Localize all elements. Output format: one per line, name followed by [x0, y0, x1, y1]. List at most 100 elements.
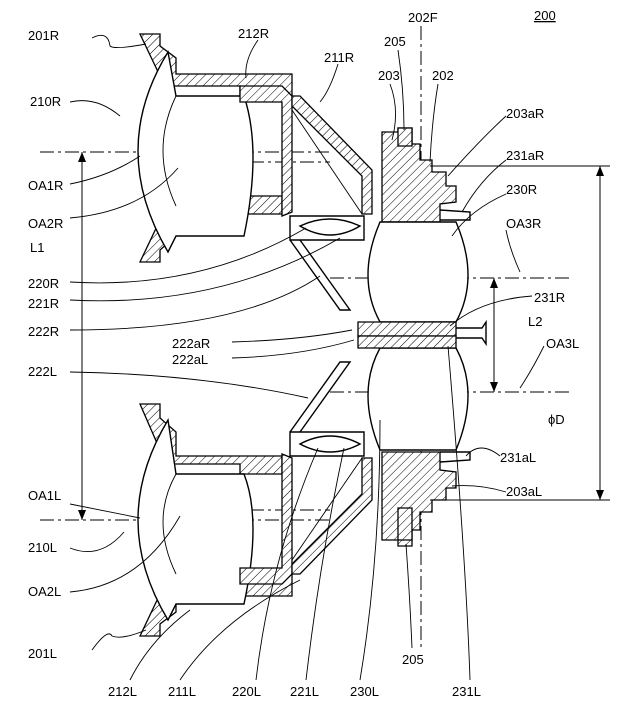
label-222ar: 222aR	[172, 336, 210, 351]
label-203al: 203aL	[506, 484, 542, 499]
label-oa3l: OA3L	[546, 336, 579, 351]
lead-oa1l	[69, 503, 141, 519]
leader-lines	[69, 34, 545, 681]
label-221l: 221L	[290, 684, 319, 699]
lead-203	[389, 83, 396, 141]
label-oa2l: OA2L	[28, 584, 61, 599]
lead-222al	[231, 339, 355, 359]
label-231ar: 231aR	[506, 148, 544, 163]
tab-231al	[439, 451, 471, 463]
figure-number: 200	[534, 8, 556, 23]
label-212l: 212L	[108, 684, 137, 699]
lead-212l	[129, 609, 191, 681]
label-205-bot: 205	[402, 652, 424, 667]
lens-group-l	[137, 403, 293, 637]
lead-oa2l	[69, 515, 181, 593]
label-210l: 210L	[28, 540, 57, 555]
dim-l2-arrow-bot	[490, 382, 498, 392]
lead-220l	[255, 447, 319, 681]
dim-l1-arrow-top	[78, 152, 86, 162]
lead-201r	[91, 34, 147, 49]
label-phid: ϕD	[548, 412, 565, 427]
reflector-222l	[289, 361, 352, 433]
ray-l	[291, 457, 363, 561]
lead-oa2r	[69, 167, 179, 219]
label-220l: 220L	[232, 684, 261, 699]
lead-231r	[449, 295, 533, 327]
labels: 200 201R 212R 202F 205 211R 203 202 210R…	[28, 8, 579, 699]
label-230r: 230R	[506, 182, 537, 197]
lens-230l	[367, 347, 469, 451]
dim-phid-arrow-top	[596, 166, 604, 176]
lead-222r	[69, 275, 321, 331]
tab-231ar	[439, 209, 471, 221]
rear-block	[357, 127, 487, 547]
ring-205-top	[397, 127, 413, 147]
spacer-231r	[357, 321, 457, 337]
dim-phid-arrow-bot	[596, 490, 604, 500]
reflector-222r	[289, 239, 352, 311]
ring-205-bot	[397, 507, 413, 541]
lead-202	[429, 83, 439, 163]
lead-205t	[397, 49, 405, 131]
dimensions	[78, 152, 610, 520]
label-231r: 231R	[534, 290, 565, 305]
label-203: 203	[378, 68, 400, 83]
mirror-221r	[289, 215, 365, 241]
mount-203	[381, 127, 457, 223]
lead-221r	[69, 237, 341, 302]
lens-210l-inner	[162, 473, 177, 575]
lead-211r	[319, 63, 339, 103]
lead-230l	[359, 419, 381, 681]
label-l1: L1	[30, 240, 44, 255]
lead-231ar	[461, 159, 507, 213]
label-221r: 221R	[28, 296, 59, 311]
label-oa1l: OA1L	[28, 488, 61, 503]
lead-oa3r	[505, 229, 521, 273]
label-222r: 222R	[28, 324, 59, 339]
label-oa1r: OA1R	[28, 178, 63, 193]
label-231l: 231L	[452, 684, 481, 699]
label-220r: 220R	[28, 276, 59, 291]
holder-212r	[239, 85, 293, 217]
lead-230r	[451, 193, 507, 237]
lens-210r-inner	[162, 95, 177, 207]
lead-221l	[305, 447, 345, 681]
label-212r: 212R	[238, 26, 269, 41]
label-202: 202	[432, 68, 454, 83]
label-201l: 201L	[28, 646, 57, 661]
label-205-top: 205	[384, 34, 406, 49]
lens-220l	[298, 435, 362, 453]
label-231al: 231aL	[500, 450, 536, 465]
lens-group-r	[137, 33, 293, 263]
label-211l: 211L	[168, 684, 196, 699]
label-202f: 202F	[408, 10, 438, 25]
lead-oa1r	[69, 155, 141, 185]
lead-203al	[451, 485, 507, 493]
label-211r: 211R	[324, 50, 354, 65]
lead-210r	[69, 100, 121, 117]
label-222l: 222L	[28, 364, 57, 379]
housing-211r	[291, 95, 373, 215]
ray-r	[291, 109, 363, 215]
label-222al: 222aL	[172, 352, 208, 367]
label-203ar: 203aR	[506, 106, 544, 121]
lead-212r	[245, 39, 259, 79]
lead-211l	[179, 579, 301, 681]
lead-oa3l	[519, 345, 545, 389]
lens-210l	[137, 417, 254, 622]
label-oa2r: OA2R	[28, 216, 63, 231]
label-230l: 230L	[350, 684, 379, 699]
lead-220r	[69, 227, 307, 284]
holder-212l	[239, 453, 293, 585]
lens-220r	[298, 218, 362, 236]
lead-201l	[91, 629, 147, 651]
label-l2: L2	[528, 314, 542, 329]
lens-210r	[137, 50, 254, 254]
label-201r: 201R	[28, 28, 59, 43]
dim-l1-arrow-bot	[78, 510, 86, 520]
lead-222ar	[231, 329, 353, 343]
lead-222l	[69, 371, 309, 399]
lead-205b	[405, 543, 413, 649]
